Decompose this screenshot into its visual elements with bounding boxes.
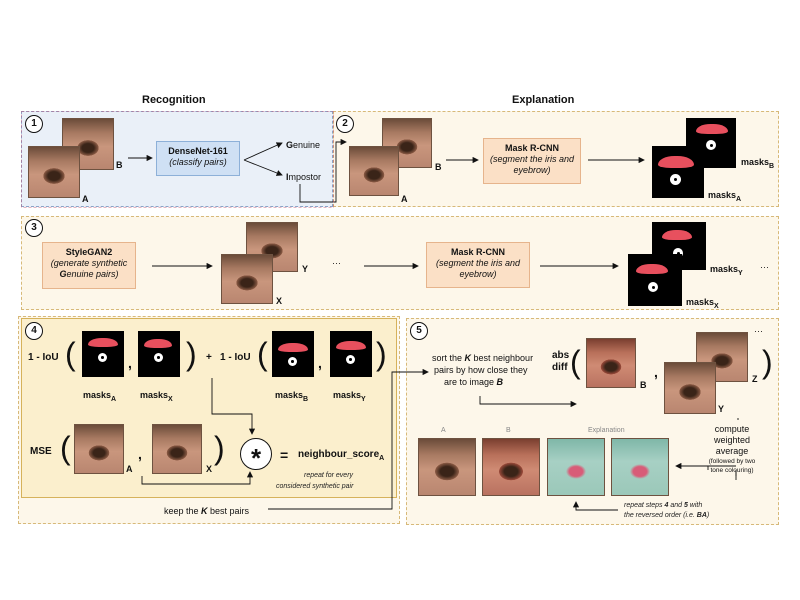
- paren-close-2: ): [376, 336, 387, 372]
- comma-1: ,: [128, 355, 132, 371]
- masks-y-label-4: masksY: [333, 390, 366, 403]
- eye-image-x: [221, 254, 273, 304]
- paren-close-5: ): [762, 344, 773, 380]
- genuine-label: Genuine: [286, 140, 321, 150]
- explanation-header: Explanation: [512, 94, 575, 106]
- neighbour-score: neighbour_scoreA: [298, 449, 385, 462]
- maskrcnn-box-3: Mask R-CNN (segment the iris and eyebrow…: [426, 242, 530, 288]
- image-x-label: X: [276, 296, 283, 306]
- ellipsis-3b: ···: [760, 262, 769, 272]
- paren-open-1: (: [65, 336, 76, 372]
- eye-image-b-2: [382, 118, 432, 168]
- result-image-b: [482, 438, 540, 496]
- impostor-label: Impostor: [286, 172, 322, 182]
- ellipsis-3a: ···: [332, 258, 341, 268]
- explanation-image-b: [611, 438, 669, 496]
- recognition-header: Recognition: [142, 94, 206, 106]
- image-z-label-5: Z: [752, 374, 758, 384]
- mask-x-3: [628, 254, 682, 306]
- eye-image-a-4: [74, 424, 124, 474]
- mask-a-2: [652, 146, 704, 198]
- facet-label-b: B: [506, 427, 511, 434]
- iou-label-1: 1 - IoU: [28, 352, 59, 363]
- sort-text: sort the K best neighbour pairs by how c…: [432, 353, 534, 387]
- paren-open-5: (: [570, 344, 581, 380]
- eye-image-a-2: [349, 146, 399, 196]
- image-b-label: B: [116, 160, 123, 170]
- masks-a-label-2: masksA: [708, 190, 742, 203]
- step-badge-2: 2: [336, 115, 354, 133]
- stylegan-subtitle-2: Genuine pairs): [59, 269, 119, 279]
- facet-label-explanation: Explanation: [588, 427, 625, 434]
- mask-a-4: [82, 331, 124, 377]
- masks-b-label-2: masksB: [741, 157, 775, 170]
- comma-3: ,: [138, 446, 142, 462]
- masks-y-label-3: masksY: [710, 264, 743, 277]
- eye-image-x-4: [152, 424, 202, 474]
- mask-x-4: [138, 331, 180, 377]
- maskrcnn-subtitle-3: (segment the iris and eyebrow): [435, 258, 521, 279]
- maskrcnn-subtitle-2: (segment the iris and eyebrow): [489, 154, 575, 175]
- paren-open-2: (: [257, 336, 268, 372]
- repeat-note-line2: considered synthetic pair: [276, 483, 354, 490]
- comma-2: ,: [318, 355, 322, 371]
- step-badge-3: 3: [25, 219, 43, 237]
- ellipsis-5: ···: [754, 326, 763, 336]
- explanation-image-a: [547, 438, 605, 496]
- image-b-label-5: B: [640, 380, 647, 390]
- step-badge-1: 1: [25, 115, 43, 133]
- step-badge-4: 4: [25, 322, 43, 340]
- image-b-label-2: B: [435, 162, 442, 172]
- paren-close-3: ): [214, 430, 225, 466]
- mse-label: MSE: [30, 446, 52, 457]
- eye-image-b-5: [586, 338, 636, 388]
- facet-label-a: A: [441, 427, 446, 434]
- densenet-box: DenseNet-161 (classify pairs): [156, 141, 240, 176]
- comma-5: ,: [654, 364, 658, 380]
- repeat-steps-line2: the reversed order (i.e. BA): [624, 512, 710, 519]
- stylegan-title: StyleGAN2: [65, 247, 113, 257]
- mask-b-4: [272, 331, 314, 377]
- image-y-label-5: Y: [718, 404, 725, 414]
- mask-y-4: [330, 331, 372, 377]
- image-a-label: A: [82, 194, 89, 204]
- image-x-label-4: X: [206, 464, 213, 474]
- repeat-steps-line1: repeat steps 4 and 5 with: [624, 502, 703, 509]
- stylegan-subtitle-1: (generate synthetic: [50, 258, 128, 268]
- iou-label-2: 1 - IoU: [220, 352, 251, 363]
- step-badge-5: 5: [410, 322, 428, 340]
- paren-open-3: (: [60, 430, 71, 466]
- densenet-title: DenseNet-161: [168, 146, 228, 156]
- image-a-label-2: A: [401, 194, 408, 204]
- keep-best-pairs: keep the K best pairs: [164, 506, 250, 516]
- masks-b-label-4: masksB: [275, 390, 309, 403]
- combine-operator-icon: *: [240, 438, 272, 473]
- densenet-subtitle: (classify pairs): [169, 157, 227, 167]
- compute-text: compute weighted average (followed by tw…: [708, 424, 756, 474]
- maskrcnn-title-2: Mask R-CNN: [504, 143, 559, 153]
- eye-image-y-5: [664, 362, 716, 414]
- image-y-label: Y: [302, 264, 309, 274]
- eye-image-a: [28, 146, 80, 198]
- masks-a-label-4: masksA: [83, 390, 117, 403]
- result-image-a: [418, 438, 476, 496]
- equals-sign: =: [280, 447, 289, 463]
- stylegan-box: StyleGAN2 (generate synthetic Genuine pa…: [42, 242, 136, 289]
- paren-close-1: ): [186, 336, 197, 372]
- image-a-label-4: A: [126, 464, 133, 474]
- repeat-note-line1: repeat for every: [304, 472, 354, 479]
- maskrcnn-title-3: Mask R-CNN: [450, 247, 505, 257]
- maskrcnn-box-2: Mask R-CNN (segment the iris and eyebrow…: [483, 138, 581, 184]
- masks-x-label-4: masksX: [140, 390, 173, 403]
- plus-sign: +: [206, 352, 212, 363]
- masks-x-label-3: masksX: [686, 297, 719, 310]
